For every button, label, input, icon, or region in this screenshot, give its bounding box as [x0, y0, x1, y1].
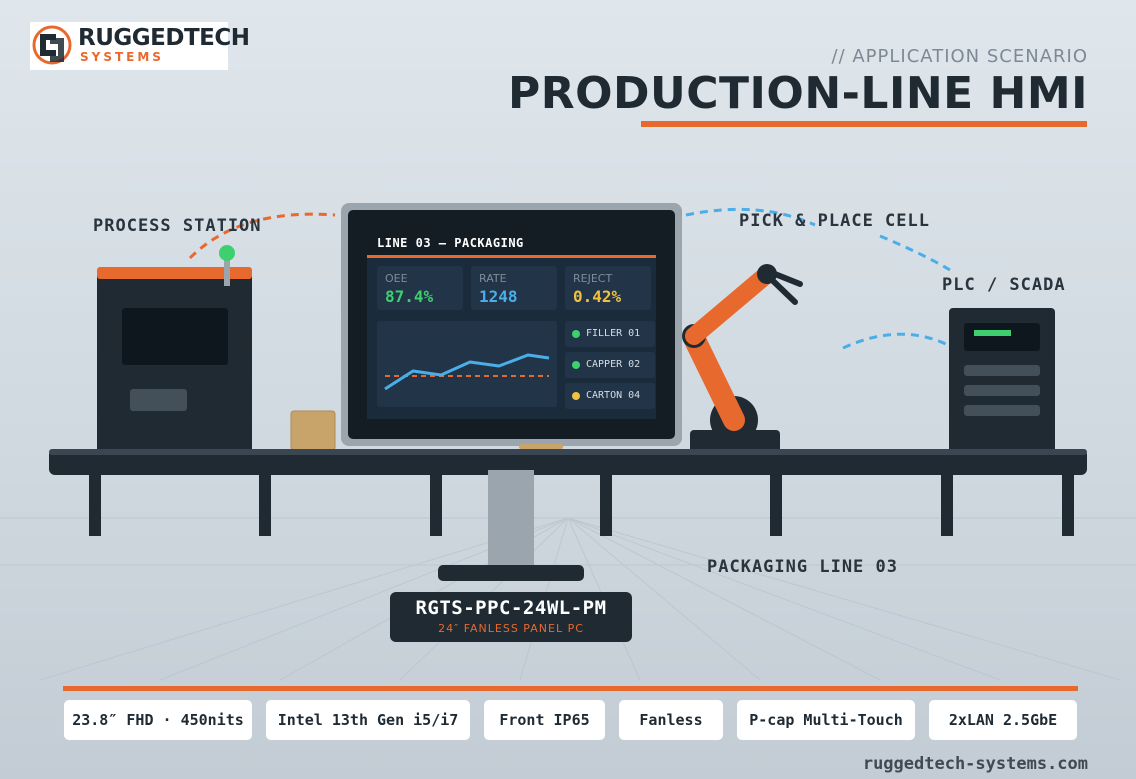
kpi-rate-value: 1248 — [479, 287, 518, 306]
link-arc-plc — [842, 332, 949, 350]
kpi-rate-label: RATE — [479, 272, 507, 285]
monitor-base — [438, 565, 584, 581]
spec-cpu: Intel 13th Gen i5/i7 — [265, 699, 471, 741]
plc-cabinet — [949, 308, 1055, 454]
spec-fanless: Fanless — [618, 699, 724, 741]
status-dot-capper-icon — [572, 361, 580, 369]
status-dot-carton-icon — [572, 392, 580, 400]
spec-display: 23.8″ FHD · 450nits — [63, 699, 253, 741]
label-pick-place: PICK & PLACE CELL — [739, 211, 930, 231]
brand-name: RUGGEDTECH — [78, 25, 250, 51]
label-plc: PLC / SCADA — [942, 275, 1066, 295]
kpi-oee-label: OEE — [385, 272, 408, 285]
label-process-station: PROCESS STATION — [93, 216, 262, 236]
spec-row: 23.8″ FHD · 450nits Intel 13th Gen i5/i7… — [63, 699, 1078, 741]
monitor-stand — [488, 470, 534, 566]
status-light-icon — [219, 245, 235, 261]
label-line: PACKAGING LINE 03 — [707, 557, 898, 577]
kpi-reject-label: REJECT — [573, 272, 613, 285]
model-badge: RGTS-PPC-24WL-PM 24″ FANLESS PANEL PC — [390, 592, 632, 642]
link-arc-process — [188, 212, 336, 260]
model-name: RGTS-PPC-24WL-PM — [415, 597, 607, 619]
screen-title: LINE 03 — PACKAGING — [377, 236, 524, 250]
footer-url[interactable]: ruggedtech-systems.com — [862, 754, 1088, 774]
link-arc-pick — [685, 207, 816, 227]
logo-icon — [32, 25, 72, 65]
eyebrow-text: // APPLICATION SCENARIO — [831, 46, 1088, 67]
title-underline — [641, 121, 1087, 127]
spec-divider — [63, 686, 1078, 691]
spec-lan: 2xLAN 2.5GbE — [928, 699, 1078, 741]
spec-touch: P-cap Multi-Touch — [736, 699, 916, 741]
product-box — [290, 410, 336, 451]
kpi-reject-value: 0.42% — [573, 287, 622, 306]
kpi-oee-value: 87.4% — [385, 287, 434, 306]
process-station-machine — [97, 245, 252, 450]
status-capper: CAPPER 02 — [586, 359, 641, 370]
conveyor — [49, 449, 1087, 536]
panel-pc-monitor — [341, 203, 682, 449]
model-subtitle: 24″ FANLESS PANEL PC — [438, 622, 584, 635]
brand-sub: SYSTEMS — [80, 50, 164, 64]
spec-ip65: Front IP65 — [483, 699, 606, 741]
robot-arm — [682, 264, 803, 456]
status-filler: FILLER 01 — [586, 328, 641, 339]
trend-line — [384, 353, 550, 391]
page-title: PRODUCTION-LINE HMI — [507, 68, 1088, 119]
status-dot-filler-icon — [572, 330, 580, 338]
link-arc-plc-top — [879, 234, 951, 272]
status-carton: CARTON 04 — [586, 390, 641, 401]
